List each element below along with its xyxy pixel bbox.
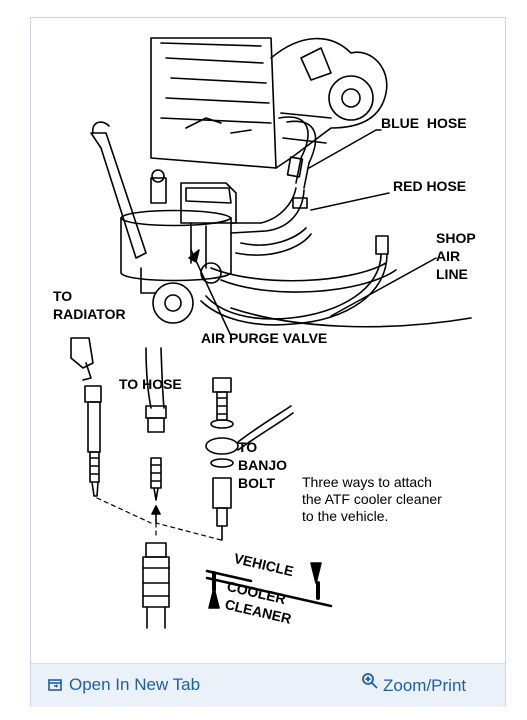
diagram-frame: BLUE HOSE RED HOSE SHOP AIR LINE TO RADI… [30,17,506,707]
label-to-hose: TO HOSE [119,376,182,392]
label-to-radiator-2: RADIATOR [53,306,126,322]
label-to-banjo-bolt-2: BANJO [238,457,288,473]
cleaner-machine [90,121,237,324]
hose-fitting [145,347,167,524]
zoom-print-button[interactable]: Zoom/Print [361,672,466,696]
banjo-fitting [205,377,294,541]
zoom-print-label: Zoom/Print [383,676,467,695]
open-in-new-tab-label: Open In New Tab [69,675,201,694]
label-to-banjo-bolt-3: BOLT [238,475,276,491]
open-in-new-tab-button[interactable]: Open In New Tab [47,675,200,695]
direction-block [205,562,333,609]
label-shop-air-line-1: SHOP [436,230,476,246]
label-blue-hose: BLUE HOSE [381,115,467,131]
dashed-connections [96,497,222,541]
engine-drawing [150,37,388,169]
hose-lines [210,116,397,293]
zoom-magnifier-icon [361,672,378,689]
label-red-hose: RED HOSE [393,178,467,194]
label-shop-air-line-2: AIR [436,248,461,264]
radiator-fitting [70,337,102,497]
diagram-figure: BLUE HOSE RED HOSE SHOP AIR LINE TO RADI… [31,18,507,663]
diagram-note: Three ways to attach the ATF cooler clea… [302,474,442,524]
open-in-new-tab-icon [47,677,63,693]
label-air-purge-valve: AIR PURGE VALVE [201,330,328,346]
label-to-radiator-1: TO [53,288,73,304]
leader-lines [188,129,437,337]
image-toolbar: Open In New Tab Zoom/Print [31,663,505,707]
air-line [200,235,472,328]
label-to-banjo-bolt-1: TO [238,439,258,455]
cleaner-coupler [142,542,170,629]
diagram-illustration [70,37,472,629]
label-shop-air-line-3: LINE [436,266,468,282]
